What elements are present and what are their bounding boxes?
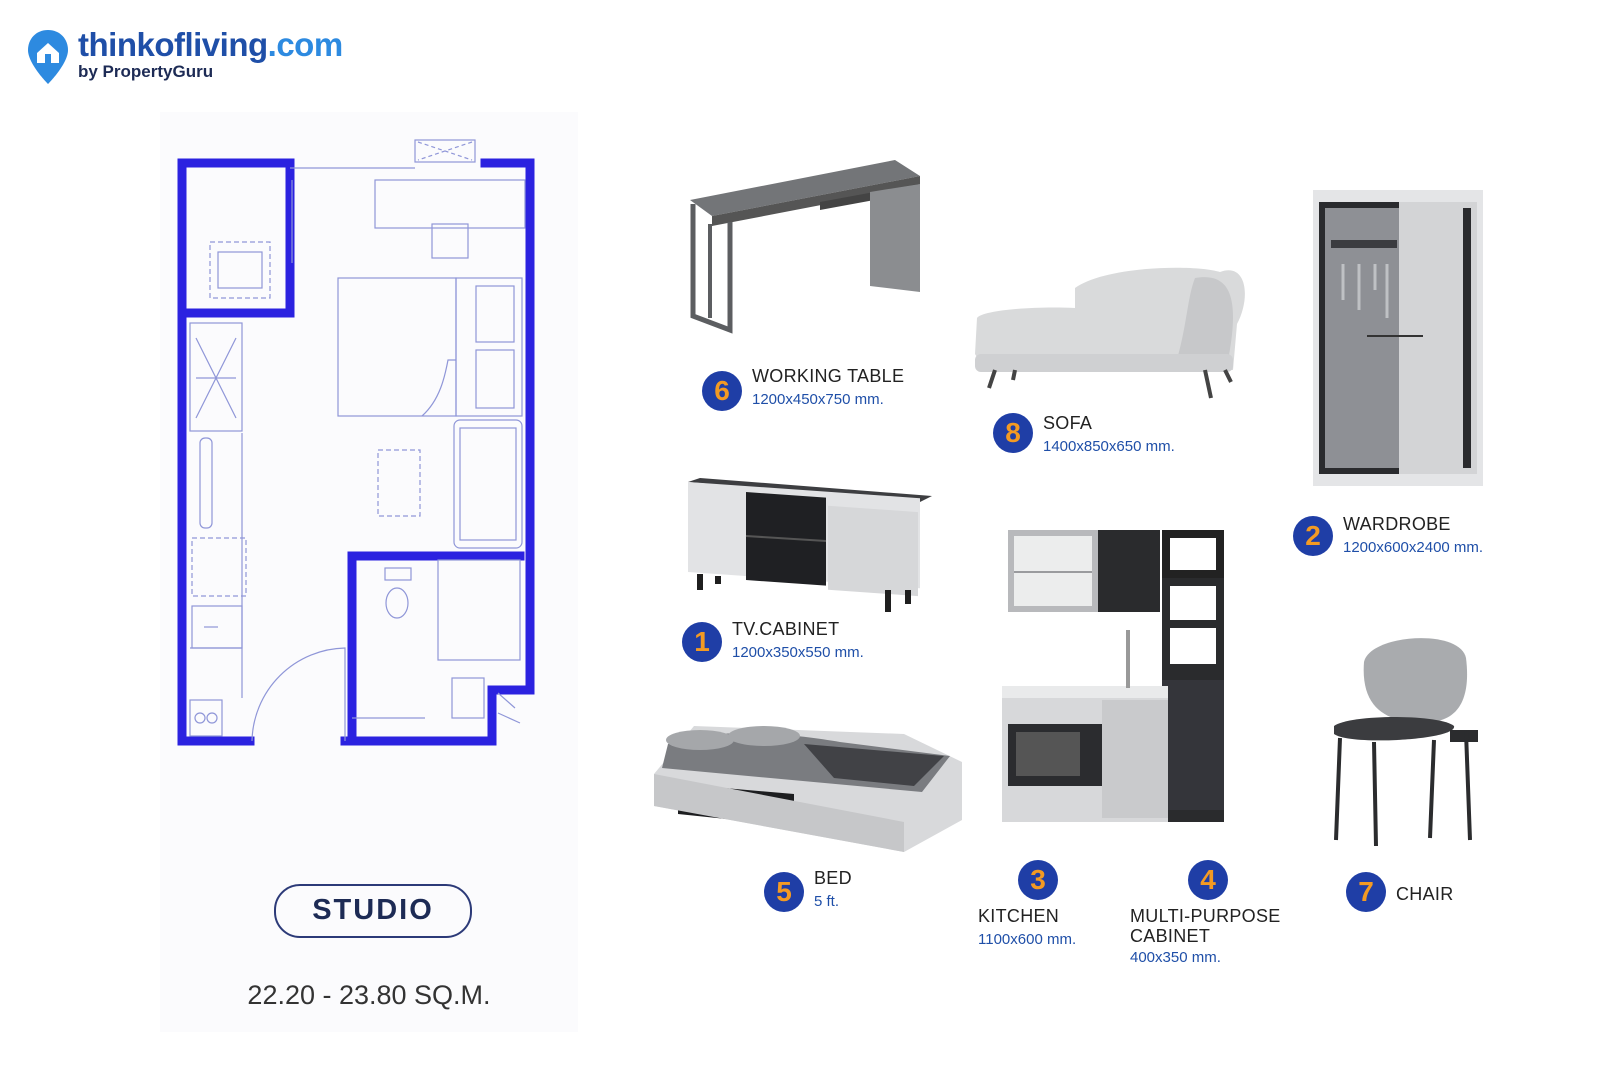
brand-tagline: by PropertyGuru [78,62,214,81]
brand-name: thinkofliving [78,26,268,63]
tv-cabinet-image [688,478,932,612]
number-badge-5: 5 [764,872,804,912]
multi-purpose-cabinet-label: MULTI-PURPOSE CABINET [1130,906,1281,946]
sofa-size: 1400x850x650 mm. [1043,438,1175,455]
unit-type-badge: STUDIO [274,884,472,938]
sofa-label: SOFA [1043,413,1093,433]
wardrobe-size: 1200x600x2400 mm. [1343,539,1484,556]
bed-image [654,726,962,852]
working-table-label: WORKING TABLE [752,366,905,386]
number-badge-6: 6 [702,371,742,411]
number-badge-8: 8 [993,413,1033,453]
tv-cabinet-label: TV.CABINET [732,619,840,639]
bed-size: 5 ft. [814,893,840,910]
working-table-image [690,160,920,334]
multi-purpose-cabinet-size: 400x350 mm. [1130,949,1221,966]
kitchen-image [1002,530,1224,822]
house-pin-icon [28,30,68,84]
number-badge-1: 1 [682,622,722,662]
wardrobe-image [1313,190,1483,486]
tv-cabinet-size: 1200x350x550 mm. [732,644,864,661]
chair-image [1334,638,1478,847]
number-badge-2: 2 [1293,516,1333,556]
kitchen-size: 1100x600 mm. [978,931,1077,948]
kitchen-label: KITCHEN [978,906,1060,926]
brand-domain: .com [267,26,344,63]
floor-plan [177,139,535,746]
number-badge-4: 4 [1188,860,1228,900]
wardrobe-label: WARDROBE [1343,514,1451,534]
brand-logo[interactable]: thinkofliving.com [78,26,343,64]
number-badge-3: 3 [1018,860,1058,900]
working-table-size: 1200x450x750 mm. [752,391,884,408]
bed-label: BED [814,868,852,888]
sofa-image [975,267,1245,399]
number-badge-7: 7 [1346,872,1386,912]
floor-plan-panel [160,112,578,1032]
chair-label: CHAIR [1396,884,1454,904]
unit-area: 22.20 - 23.80 SQ.M. [247,980,491,1010]
